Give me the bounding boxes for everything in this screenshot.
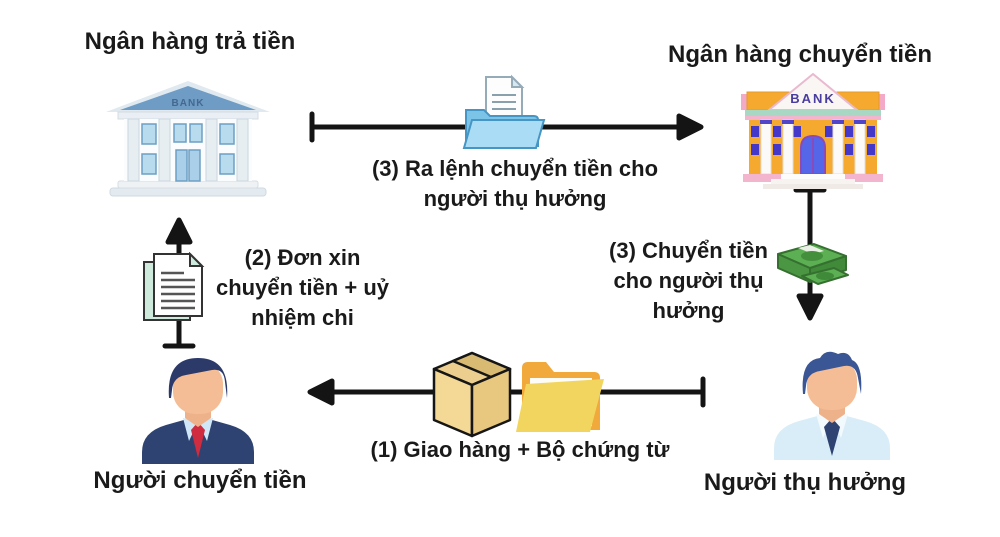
application-documents-icon: [143, 252, 205, 321]
right-arrow-label: (3) Chuyển tiền cho người thụ hưởng: [609, 238, 768, 323]
sender-caption: Người chuyển tiền: [93, 467, 307, 494]
bottom-arrow-label: (1) Giao hàng + Bộ chứng từ: [370, 437, 670, 462]
transfer-order-document-icon: [462, 74, 546, 149]
left-arrow-label: (2) Đơn xin chuyển tiền + uỷ nhiệm chi: [216, 245, 389, 330]
package-box-icon: [432, 351, 512, 438]
arrow-goods-documents: [307, 376, 706, 408]
sender-person-icon: [142, 358, 254, 464]
beneficiary-person-icon: [774, 351, 890, 460]
transferring-bank-title: Ngân hàng chuyển tiền: [667, 41, 933, 68]
paying-bank-title: Ngân hàng trả tiền: [84, 28, 296, 55]
beneficiary-caption: Người thụ hưởng: [703, 469, 907, 496]
paying-bank-building-icon: BANK: [106, 81, 270, 197]
transferring-bank-building-icon: BANK: [741, 72, 885, 189]
money-stack-icon: [777, 243, 849, 285]
top-arrow-label: (3) Ra lệnh chuyển tiền cho người thụ hư…: [371, 156, 659, 211]
bank-sign-right: BANK: [790, 91, 836, 106]
shipping-documents-folder-icon: [516, 362, 604, 432]
bank-sign-left: BANK: [172, 98, 205, 109]
